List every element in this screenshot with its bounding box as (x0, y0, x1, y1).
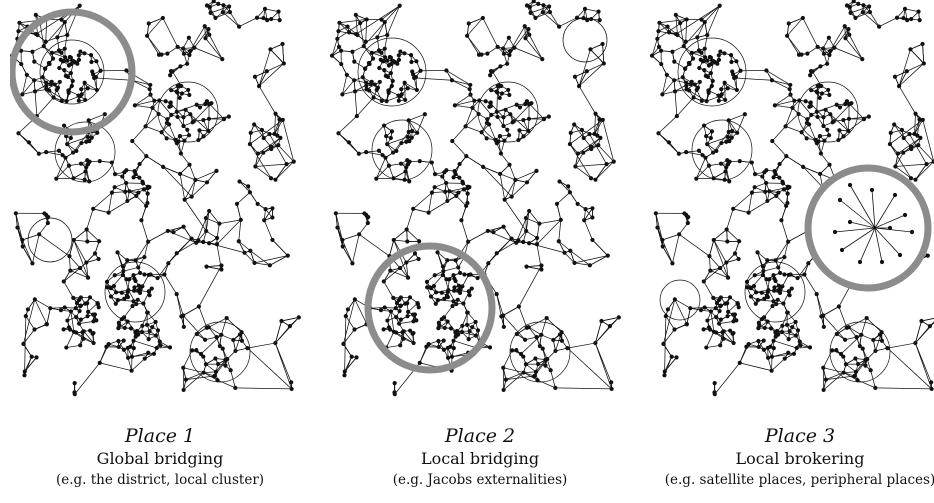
network-graph (330, 0, 621, 397)
caption: Place 3 Local brokering (e.g. satellite … (630, 424, 934, 490)
panel-example: (e.g. satellite places, peripheral place… (664, 472, 934, 488)
panel-title: Place 1 (124, 425, 196, 447)
broker-star (832, 182, 915, 265)
caption: Place 2 Local bridging (e.g. Jacobs exte… (310, 424, 650, 490)
panel-place-3: Place 3 Local brokering (e.g. satellite … (650, 0, 934, 503)
network-graph (10, 0, 301, 397)
nodes (330, 0, 621, 397)
nodes (650, 0, 934, 397)
network-graph (650, 0, 934, 397)
panel-title: Place 2 (444, 425, 516, 447)
highlight-ring (10, 8, 136, 136)
panel-place-1: Place 1 Global bridging (e.g. the distri… (10, 0, 310, 503)
highlight-ring (364, 242, 496, 374)
panel-place-2: Place 2 Local bridging (e.g. Jacobs exte… (330, 0, 630, 503)
cluster-boundaries (357, 17, 608, 383)
panel-title: Place 3 (764, 425, 836, 447)
panel-example: (e.g. the district, local cluster) (55, 472, 265, 488)
highlight-ring (804, 164, 932, 292)
caption: Place 1 Global bridging (e.g. the distri… (0, 424, 330, 490)
nodes (10, 0, 301, 397)
panel-subtitle: Local brokering (735, 449, 865, 468)
panel-subtitle: Global bridging (96, 449, 224, 468)
panel-subtitle: Local bridging (420, 449, 540, 468)
panel-example: (e.g. Jacobs externalities) (392, 472, 568, 488)
